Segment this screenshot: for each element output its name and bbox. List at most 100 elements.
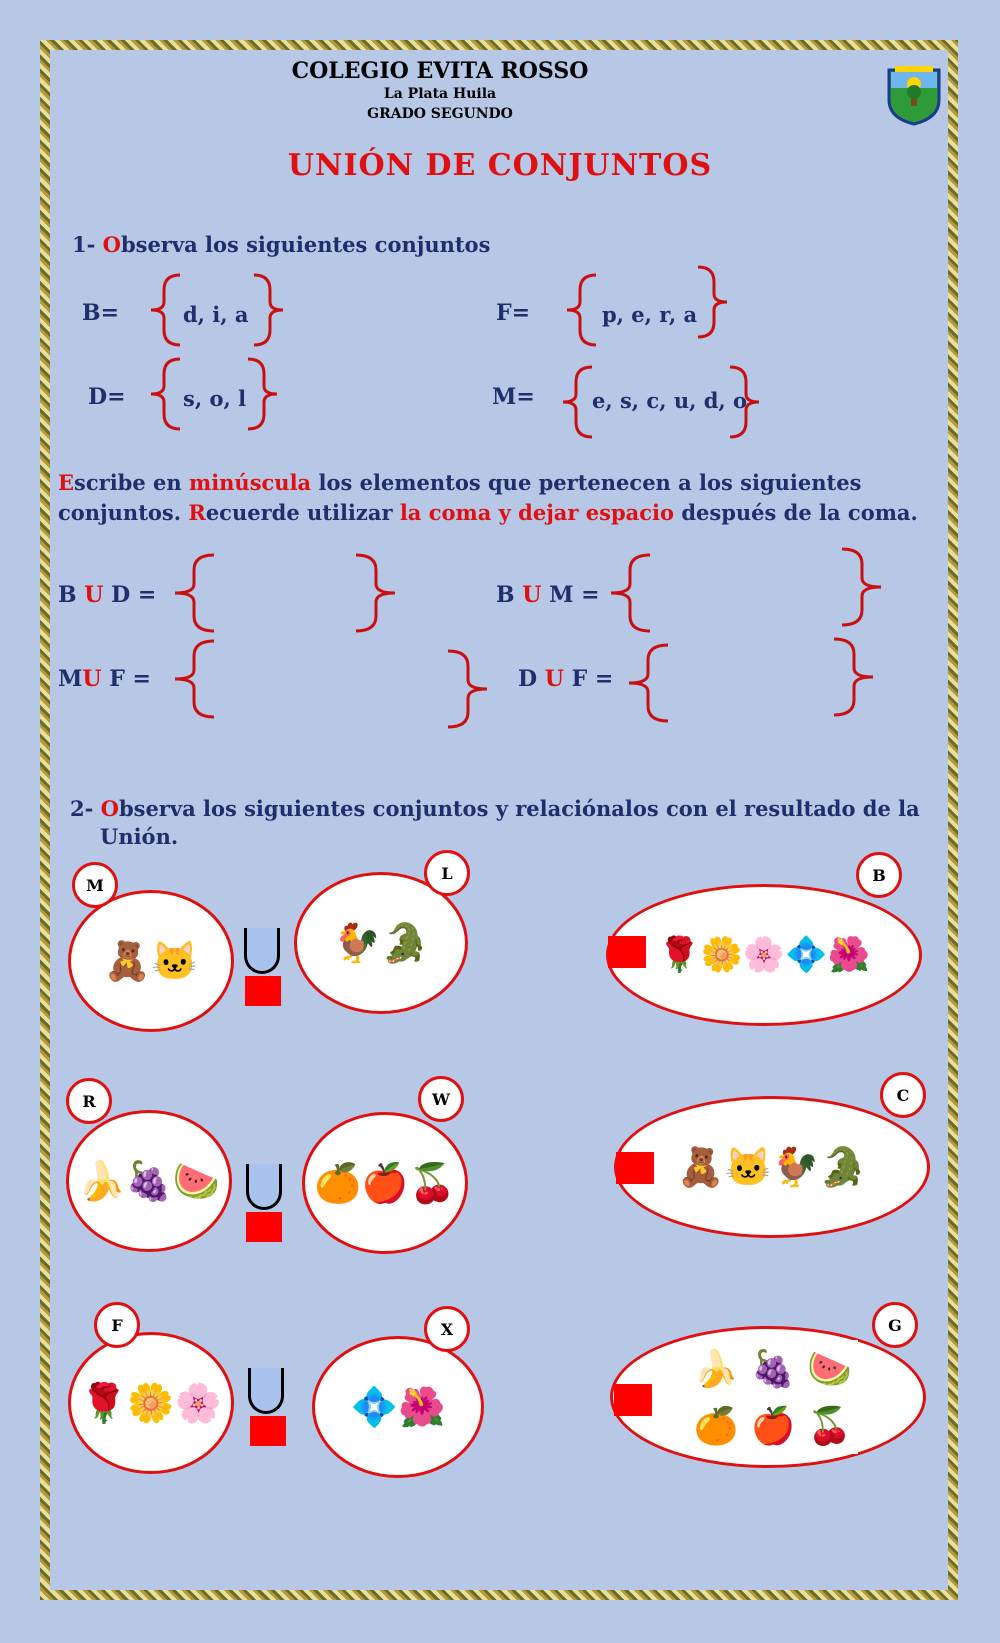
label-r: R bbox=[66, 1078, 112, 1124]
instr-coma: la coma y dejar espacio bbox=[399, 500, 675, 525]
watermelon-icon: 🍉 bbox=[172, 1158, 220, 1203]
lily-icon: 🌺 bbox=[827, 935, 870, 975]
watermelon-icon: 🍉 bbox=[807, 1347, 853, 1390]
set-l-oval: 🐓🐊 bbox=[294, 872, 468, 1014]
union-b-m-left-brace[interactable] bbox=[608, 552, 652, 634]
rooster-icon: 🐓 bbox=[333, 920, 381, 965]
answer-box-m-l[interactable] bbox=[245, 976, 281, 1006]
section1-first-letter: O bbox=[102, 232, 121, 257]
set-x-oval: 💠🌺 bbox=[312, 1336, 484, 1478]
instr-text5: después de la coma. bbox=[674, 500, 918, 525]
rose-icon: 🌹 bbox=[80, 1380, 128, 1425]
daisy-icon: 🌼 bbox=[700, 935, 743, 975]
label-x: X bbox=[424, 1306, 470, 1352]
set-g-fruits: 🍌🍇🍉🍊🍎🍒 bbox=[688, 1340, 858, 1454]
union-d-f-label: D U F = bbox=[518, 666, 613, 692]
school-name: COLEGIO EVITA ROSSO bbox=[291, 58, 589, 84]
instructions-line2: conjuntos. Recuerde utilizar la coma y d… bbox=[58, 500, 918, 525]
school-city: La Plata Huila bbox=[383, 86, 497, 102]
union-right: M = bbox=[541, 582, 600, 608]
union-right: F = bbox=[101, 666, 151, 692]
cat-icon: 🐱 bbox=[724, 1144, 772, 1189]
set-f-label: F= bbox=[496, 300, 531, 326]
instr-r: R bbox=[188, 500, 206, 525]
union-symbol: U bbox=[82, 666, 102, 692]
label-b: B bbox=[856, 852, 902, 898]
set-m-elements: e, s, c, u, d, o bbox=[592, 388, 748, 413]
union-right: D = bbox=[103, 582, 157, 608]
answer-box-b[interactable] bbox=[608, 936, 646, 968]
orange-icon: 🍊 bbox=[693, 1404, 739, 1447]
union-d-f-right-brace bbox=[833, 637, 874, 717]
bear-icon: 🧸 bbox=[103, 938, 151, 983]
set-b-right-brace bbox=[253, 273, 284, 347]
label-g: G bbox=[872, 1302, 918, 1348]
label-f: F bbox=[94, 1302, 140, 1348]
cherries-icon: 🍒 bbox=[807, 1404, 853, 1447]
set-b-elements: d, i, a bbox=[183, 302, 249, 327]
banana-icon: 🍌 bbox=[78, 1158, 126, 1203]
union-b-d-right-brace bbox=[355, 553, 396, 633]
set-c-oval: 🧸🐱🐓🐊 bbox=[614, 1096, 930, 1238]
union-symbol: U bbox=[522, 582, 542, 608]
orange-icon: 🍊 bbox=[314, 1160, 362, 1205]
answer-box-f-x[interactable] bbox=[250, 1416, 286, 1446]
label-c: C bbox=[880, 1072, 926, 1118]
section2-heading: 2- Observa los siguientes conjuntos y re… bbox=[70, 796, 920, 821]
cornflower-icon: 💠 bbox=[350, 1384, 398, 1429]
union-b-m-label: B U M = bbox=[496, 582, 600, 608]
aster-icon: 🌸 bbox=[174, 1380, 222, 1425]
set-m-oval: 🧸🐱 bbox=[68, 890, 234, 1032]
cat-icon: 🐱 bbox=[151, 938, 199, 983]
daisy-icon: 🌼 bbox=[127, 1380, 175, 1425]
apple-icon: 🍎 bbox=[361, 1160, 409, 1205]
answer-box-r-w[interactable] bbox=[246, 1212, 282, 1242]
union-icon bbox=[248, 1368, 284, 1414]
aster-icon: 🌸 bbox=[742, 935, 786, 975]
union-m-f-left-brace[interactable] bbox=[172, 638, 216, 720]
set-f-right-brace bbox=[697, 265, 728, 339]
crocodile-icon: 🐊 bbox=[381, 920, 429, 965]
set-b-left-brace bbox=[150, 273, 181, 347]
set-r-oval: 🍌🍇🍉 bbox=[66, 1110, 232, 1252]
cornflower-icon: 💠 bbox=[785, 935, 828, 975]
union-d-f-left-brace[interactable] bbox=[626, 642, 670, 724]
section2-text: bserva los siguientes conjuntos y relaci… bbox=[118, 796, 920, 821]
set-m-left-brace bbox=[562, 365, 593, 439]
set-d-right-brace bbox=[247, 357, 278, 431]
set-d-elements: s, o, l bbox=[183, 386, 247, 411]
lily-icon: 🌺 bbox=[398, 1384, 446, 1429]
label-m: M bbox=[72, 862, 118, 908]
section1-text: bserva los siguientes conjuntos bbox=[120, 232, 491, 257]
page-title: UNIÓN DE CONJUNTOS bbox=[287, 148, 713, 183]
set-f-left-brace bbox=[566, 273, 597, 347]
instr-text4: ecuerde utilizar bbox=[205, 500, 400, 525]
set-d-label: D= bbox=[88, 384, 126, 410]
answer-box-c[interactable] bbox=[616, 1152, 654, 1184]
crocodile-icon: 🐊 bbox=[819, 1144, 867, 1189]
union-b-d-left-brace[interactable] bbox=[172, 552, 216, 634]
section1-heading: 1- Observa los siguientes conjuntos bbox=[72, 232, 490, 257]
union-b-d-label: B U D = bbox=[58, 582, 156, 608]
union-symbol: U bbox=[544, 666, 564, 692]
answer-box-g[interactable] bbox=[614, 1384, 652, 1416]
set-d-left-brace bbox=[150, 357, 181, 431]
bear-icon: 🧸 bbox=[677, 1144, 725, 1189]
set-f-elements: p, e, r, a bbox=[602, 302, 698, 327]
union-right: F = bbox=[563, 666, 614, 692]
union-symbol: U bbox=[84, 582, 104, 608]
union-m-f-right-brace bbox=[447, 649, 488, 729]
section1-number: 1- bbox=[72, 232, 103, 257]
set-w-oval: 🍊🍎🍒 bbox=[302, 1112, 468, 1254]
label-w: W bbox=[418, 1076, 464, 1122]
union-left: M bbox=[58, 666, 83, 692]
union-icon bbox=[246, 1164, 282, 1210]
section2-heading-line2: Unión. bbox=[100, 824, 179, 849]
section2-number: 2- bbox=[70, 796, 101, 821]
instr-text1: scribe en bbox=[74, 470, 189, 495]
rose-icon: 🌹 bbox=[658, 935, 701, 975]
school-grade: GRADO SEGUNDO bbox=[367, 106, 513, 122]
instructions-line1: Escribe en minúscula los elementos que p… bbox=[58, 470, 861, 495]
set-f-oval: 🌹🌼🌸 bbox=[68, 1332, 234, 1474]
label-l: L bbox=[424, 850, 470, 896]
